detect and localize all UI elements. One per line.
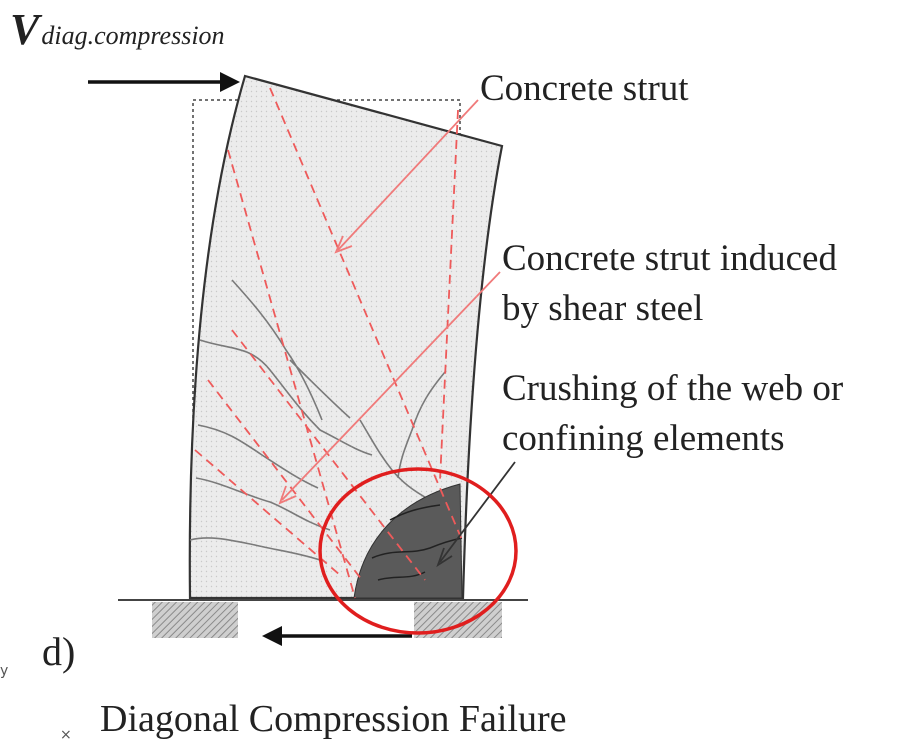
force-symbol: V xyxy=(10,5,40,54)
label-strut-shear-line1: Concrete strut induced xyxy=(502,238,837,279)
label-crushing-line1: Crushing of the web or xyxy=(502,368,844,409)
reaction-force-arrow xyxy=(262,626,412,646)
applied-force-arrow xyxy=(88,72,240,92)
crushed-zone-cracks xyxy=(371,504,463,581)
figure-caption: Diagonal Compression Failure xyxy=(100,698,567,740)
label-concrete-strut: Concrete strut xyxy=(480,68,689,109)
label-strut-shear-line2: by shear steel xyxy=(502,288,704,329)
leader-arrows xyxy=(278,99,501,505)
crushing-leader-arrow xyxy=(436,461,516,568)
crack-lines xyxy=(189,279,446,561)
label-crushing-line2: confining elements xyxy=(502,418,785,459)
shear-force-label: Vdiag.compression xyxy=(10,8,225,52)
axis-glyph-x: × xyxy=(60,727,72,743)
force-subscript: diag.compression xyxy=(41,21,225,50)
left-support xyxy=(152,602,238,638)
axis-glyph-y: y xyxy=(0,663,9,679)
strut-dashed-lines xyxy=(194,87,463,599)
panel-letter: d) xyxy=(42,629,76,674)
highlight-ring xyxy=(318,467,518,635)
